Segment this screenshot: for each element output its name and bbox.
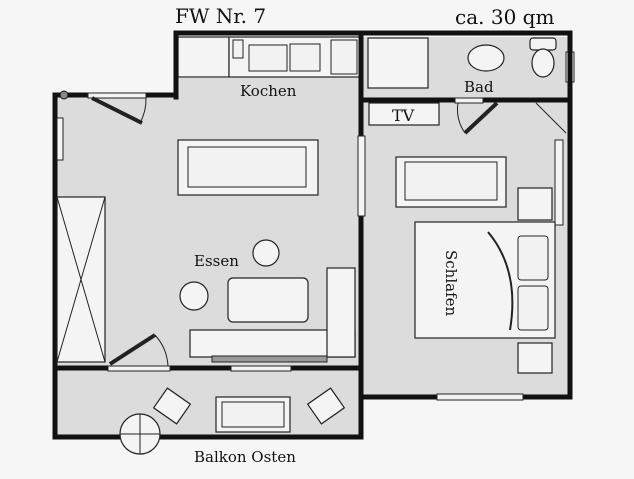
- room-label-kitchen: Kochen: [240, 82, 297, 100]
- room-label-bath: Bad: [464, 78, 494, 96]
- room-label-bedroom: Schlafen: [442, 250, 460, 317]
- plan-title: FW Nr. 7: [175, 4, 266, 28]
- column-icon: [59, 90, 69, 100]
- nightstand: [517, 342, 553, 374]
- sink-icon: [289, 43, 321, 72]
- chair-icon: [306, 387, 346, 425]
- chair-icon: [152, 387, 192, 425]
- tv-cabinet: [368, 102, 440, 126]
- dining-table: [227, 277, 309, 323]
- washbasin-icon: [467, 44, 505, 72]
- room-label-dining: Essen: [194, 252, 239, 270]
- shower-icon: [367, 37, 429, 89]
- tv-label: TV: [392, 106, 415, 125]
- nightstand: [517, 187, 553, 221]
- toilet-icon: [531, 48, 555, 78]
- plan-area: ca. 30 qm: [455, 5, 554, 29]
- sliding-partition: [357, 135, 366, 217]
- kitchen-counter: [177, 36, 361, 78]
- doors: [56, 92, 567, 401]
- chair-icon: [252, 239, 280, 267]
- bed: [414, 187, 556, 374]
- room-label-balcony: Balkon Osten: [194, 448, 296, 466]
- coffee-machine-icon: [232, 39, 244, 59]
- stove-icon: [330, 39, 358, 75]
- chair-icon: [179, 281, 209, 311]
- dining-furniture: [179, 239, 356, 363]
- balcony-furniture: [119, 387, 346, 455]
- wardrobe: [56, 196, 106, 363]
